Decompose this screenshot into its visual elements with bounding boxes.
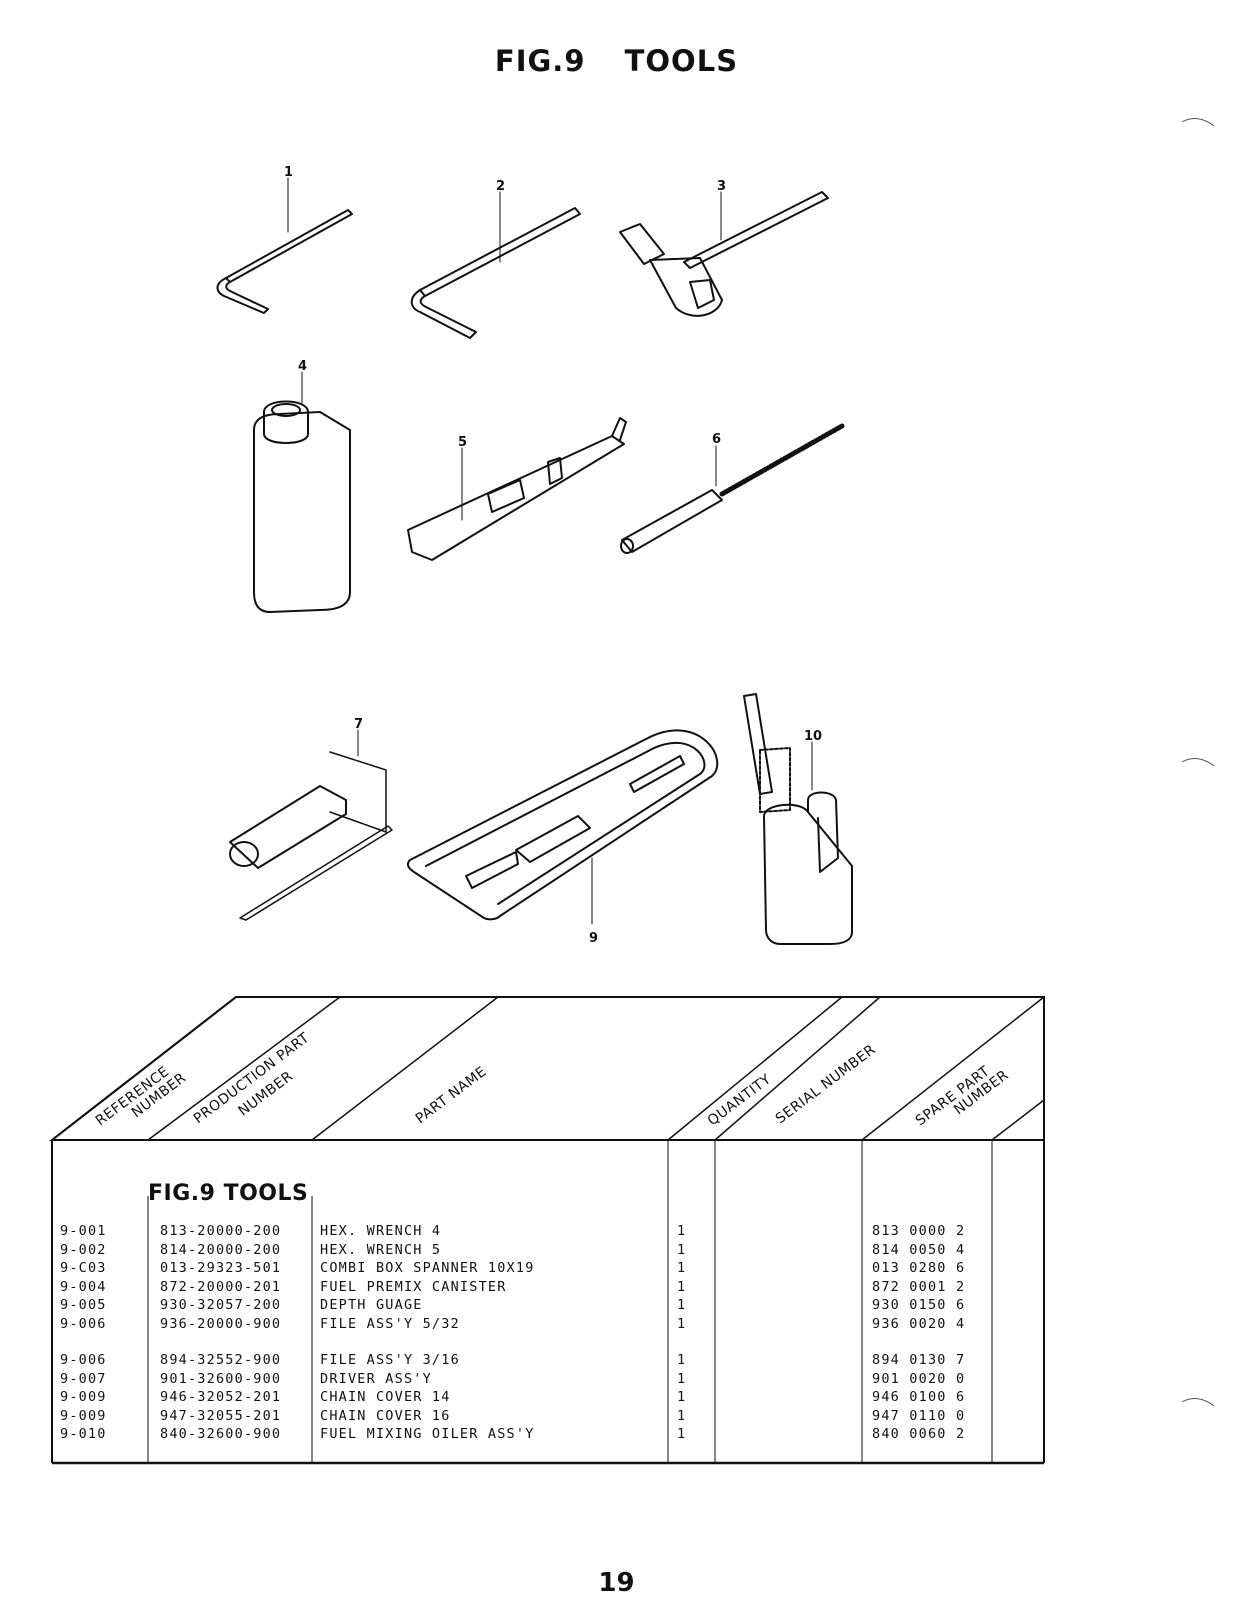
combi-box-spanner-drawing [619,191,829,317]
cell-part-name: FUEL PREMIX CANISTER [320,1278,507,1295]
cell-reference-number: 9-002 [60,1241,107,1258]
cell-production-part-number: 894-32552-900 [160,1352,282,1368]
callout-7: 7 [354,717,363,732]
cell-part-name: CHAIN COVER 16 [320,1407,451,1424]
cell-quantity: 1 [677,1223,687,1239]
cell-part-name: COMBI BOX SPANNER 10X19 [320,1260,535,1276]
table-row: 9-010 840-32600-900 FUEL MIXING OILER ASS'… [52,1425,1044,1444]
depth-gauge-drawing [407,417,627,561]
driver-drawing [229,729,393,921]
table-row: 9-002 814-20000-200 HEX. WRENCH 5 1 814 0050… [52,1241,1044,1260]
fuel-mixing-oiler-drawing [743,693,853,945]
cell-production-part-number: 946-32052-201 [160,1389,282,1405]
cell-part-name: HEX. WRENCH 5 [320,1241,442,1258]
cell-spare-part-number: 936 0020 4 [872,1315,966,1332]
table-row: 9-C03 013-29323-501 COMBI BOX SPANNER 10X1… [52,1259,1044,1278]
cell-production-part-number: 013-29323-501 [160,1260,282,1276]
cell-spare-part-number: 840 0060 2 [872,1426,966,1442]
cell-reference-number: 9-010 [60,1426,107,1442]
cell-reference-number: 9-006 [60,1315,107,1332]
cell-production-part-number: 872-20000-201 [160,1278,282,1295]
cell-production-part-number: 936-20000-900 [160,1315,282,1332]
chain-cover-drawing [406,729,719,925]
cell-reference-number: 9-001 [60,1223,107,1239]
margin-mark [1181,118,1215,127]
cell-production-part-number: 813-20000-200 [160,1223,282,1239]
cell-quantity: 1 [677,1297,687,1313]
table-row: 9-006 894-32552-900 FILE ASS'Y 3/16 1 894 01… [52,1351,1044,1370]
table-header: REFERENCE NUMBER PRODUCTION PART NUMBER … [49,996,1045,1141]
cell-spare-part-number: 946 0100 6 [872,1389,966,1405]
cell-spare-part-number: 013 0280 6 [872,1260,966,1276]
cell-reference-number: 9-C03 [60,1260,107,1276]
table-row: 9-001 813-20000-200 HEX. WRENCH 4 1 813 0000… [52,1222,1044,1241]
cell-production-part-number: 901-32600-900 [160,1370,282,1387]
cell-quantity: 1 [677,1315,687,1332]
callout-10: 10 [804,729,822,744]
cell-part-name: FILE ASS'Y 5/32 [320,1315,460,1332]
callout-5: 5 [458,435,467,450]
cell-quantity: 1 [677,1278,687,1295]
file-drawing [620,423,845,554]
cell-quantity: 1 [677,1426,687,1442]
cell-quantity: 1 [677,1370,687,1387]
cell-part-name: FILE ASS'Y 3/16 [320,1352,460,1368]
fig-label: FIG.9 [494,44,586,78]
callout-1: 1 [284,165,293,180]
cell-production-part-number: 814-20000-200 [160,1241,282,1258]
tools-illustration: 1 2 3 4 5 6 [216,165,853,946]
fuel-canister-drawing [253,371,351,613]
fig-title: TOOLS [624,44,739,78]
cell-production-part-number: 930-32057-200 [160,1297,282,1313]
cell-part-name: HEX. WRENCH 4 [320,1223,442,1239]
cell-spare-part-number: 872 0001 2 [872,1278,966,1295]
callout-3: 3 [717,179,726,194]
cell-quantity: 1 [677,1407,687,1424]
cell-quantity: 1 [677,1352,687,1368]
cell-spare-part-number: 814 0050 4 [872,1241,966,1258]
cell-reference-number: 9-004 [60,1278,107,1295]
table-row: 9-006 936-20000-900 FILE ASS'Y 5/32 1 936 00… [52,1315,1044,1334]
cell-part-name: DEPTH GUAGE [320,1297,423,1313]
callout-4: 4 [298,359,307,374]
callout-6: 6 [712,432,721,447]
page-number: 19 [598,1568,635,1598]
cell-reference-number: 9-009 [60,1389,107,1405]
cell-spare-part-number: 894 0130 7 [872,1352,966,1368]
margin-mark [1181,758,1215,767]
hex-wrench-5-drawing [410,191,581,339]
cell-reference-number: 9-009 [60,1407,107,1424]
cell-part-name: DRIVER ASS'Y [320,1370,432,1387]
cell-spare-part-number: 947 0110 0 [872,1407,966,1424]
cell-part-name: FUEL MIXING OILER ASS'Y [320,1426,535,1442]
cell-reference-number: 9-006 [60,1352,107,1368]
parts-table: 9-001 813-20000-200 HEX. WRENCH 4 1 813 0000… [52,1222,1044,1444]
cell-reference-number: 9-007 [60,1370,107,1387]
page-title: FIG.9 TOOLS [0,44,1233,78]
cell-spare-part-number: 930 0150 6 [872,1297,966,1313]
table-row: 9-005 930-32057-200 DEPTH GUAGE 1 930 0150 6 [52,1296,1044,1315]
table-row: 9-007 901-32600-900 DRIVER ASS'Y 1 901 0020 … [52,1370,1044,1389]
table-row: 9-009 947-32055-201 CHAIN COVER 16 1 947 011… [52,1407,1044,1426]
cell-production-part-number: 840-32600-900 [160,1426,282,1442]
cell-reference-number: 9-005 [60,1297,107,1313]
cell-part-name: CHAIN COVER 14 [320,1389,451,1405]
margin-mark [1181,1398,1215,1407]
cell-quantity: 1 [677,1389,687,1405]
cell-quantity: 1 [677,1260,687,1276]
table-row: 9-009 946-32052-201 CHAIN COVER 14 1 946 010… [52,1388,1044,1407]
table-row: 9-004 872-20000-201 FUEL PREMIX CANISTER 1 8… [52,1278,1044,1297]
callout-2: 2 [496,179,505,194]
cell-spare-part-number: 901 0020 0 [872,1370,966,1387]
cell-quantity: 1 [677,1241,687,1258]
hex-wrench-4-drawing [216,177,353,314]
callout-9: 9 [589,931,598,946]
table-grid [51,1140,1045,1465]
cell-spare-part-number: 813 0000 2 [872,1223,966,1239]
table-section-title: FIG.9 TOOLS [148,1181,309,1206]
cell-production-part-number: 947-32055-201 [160,1407,282,1424]
